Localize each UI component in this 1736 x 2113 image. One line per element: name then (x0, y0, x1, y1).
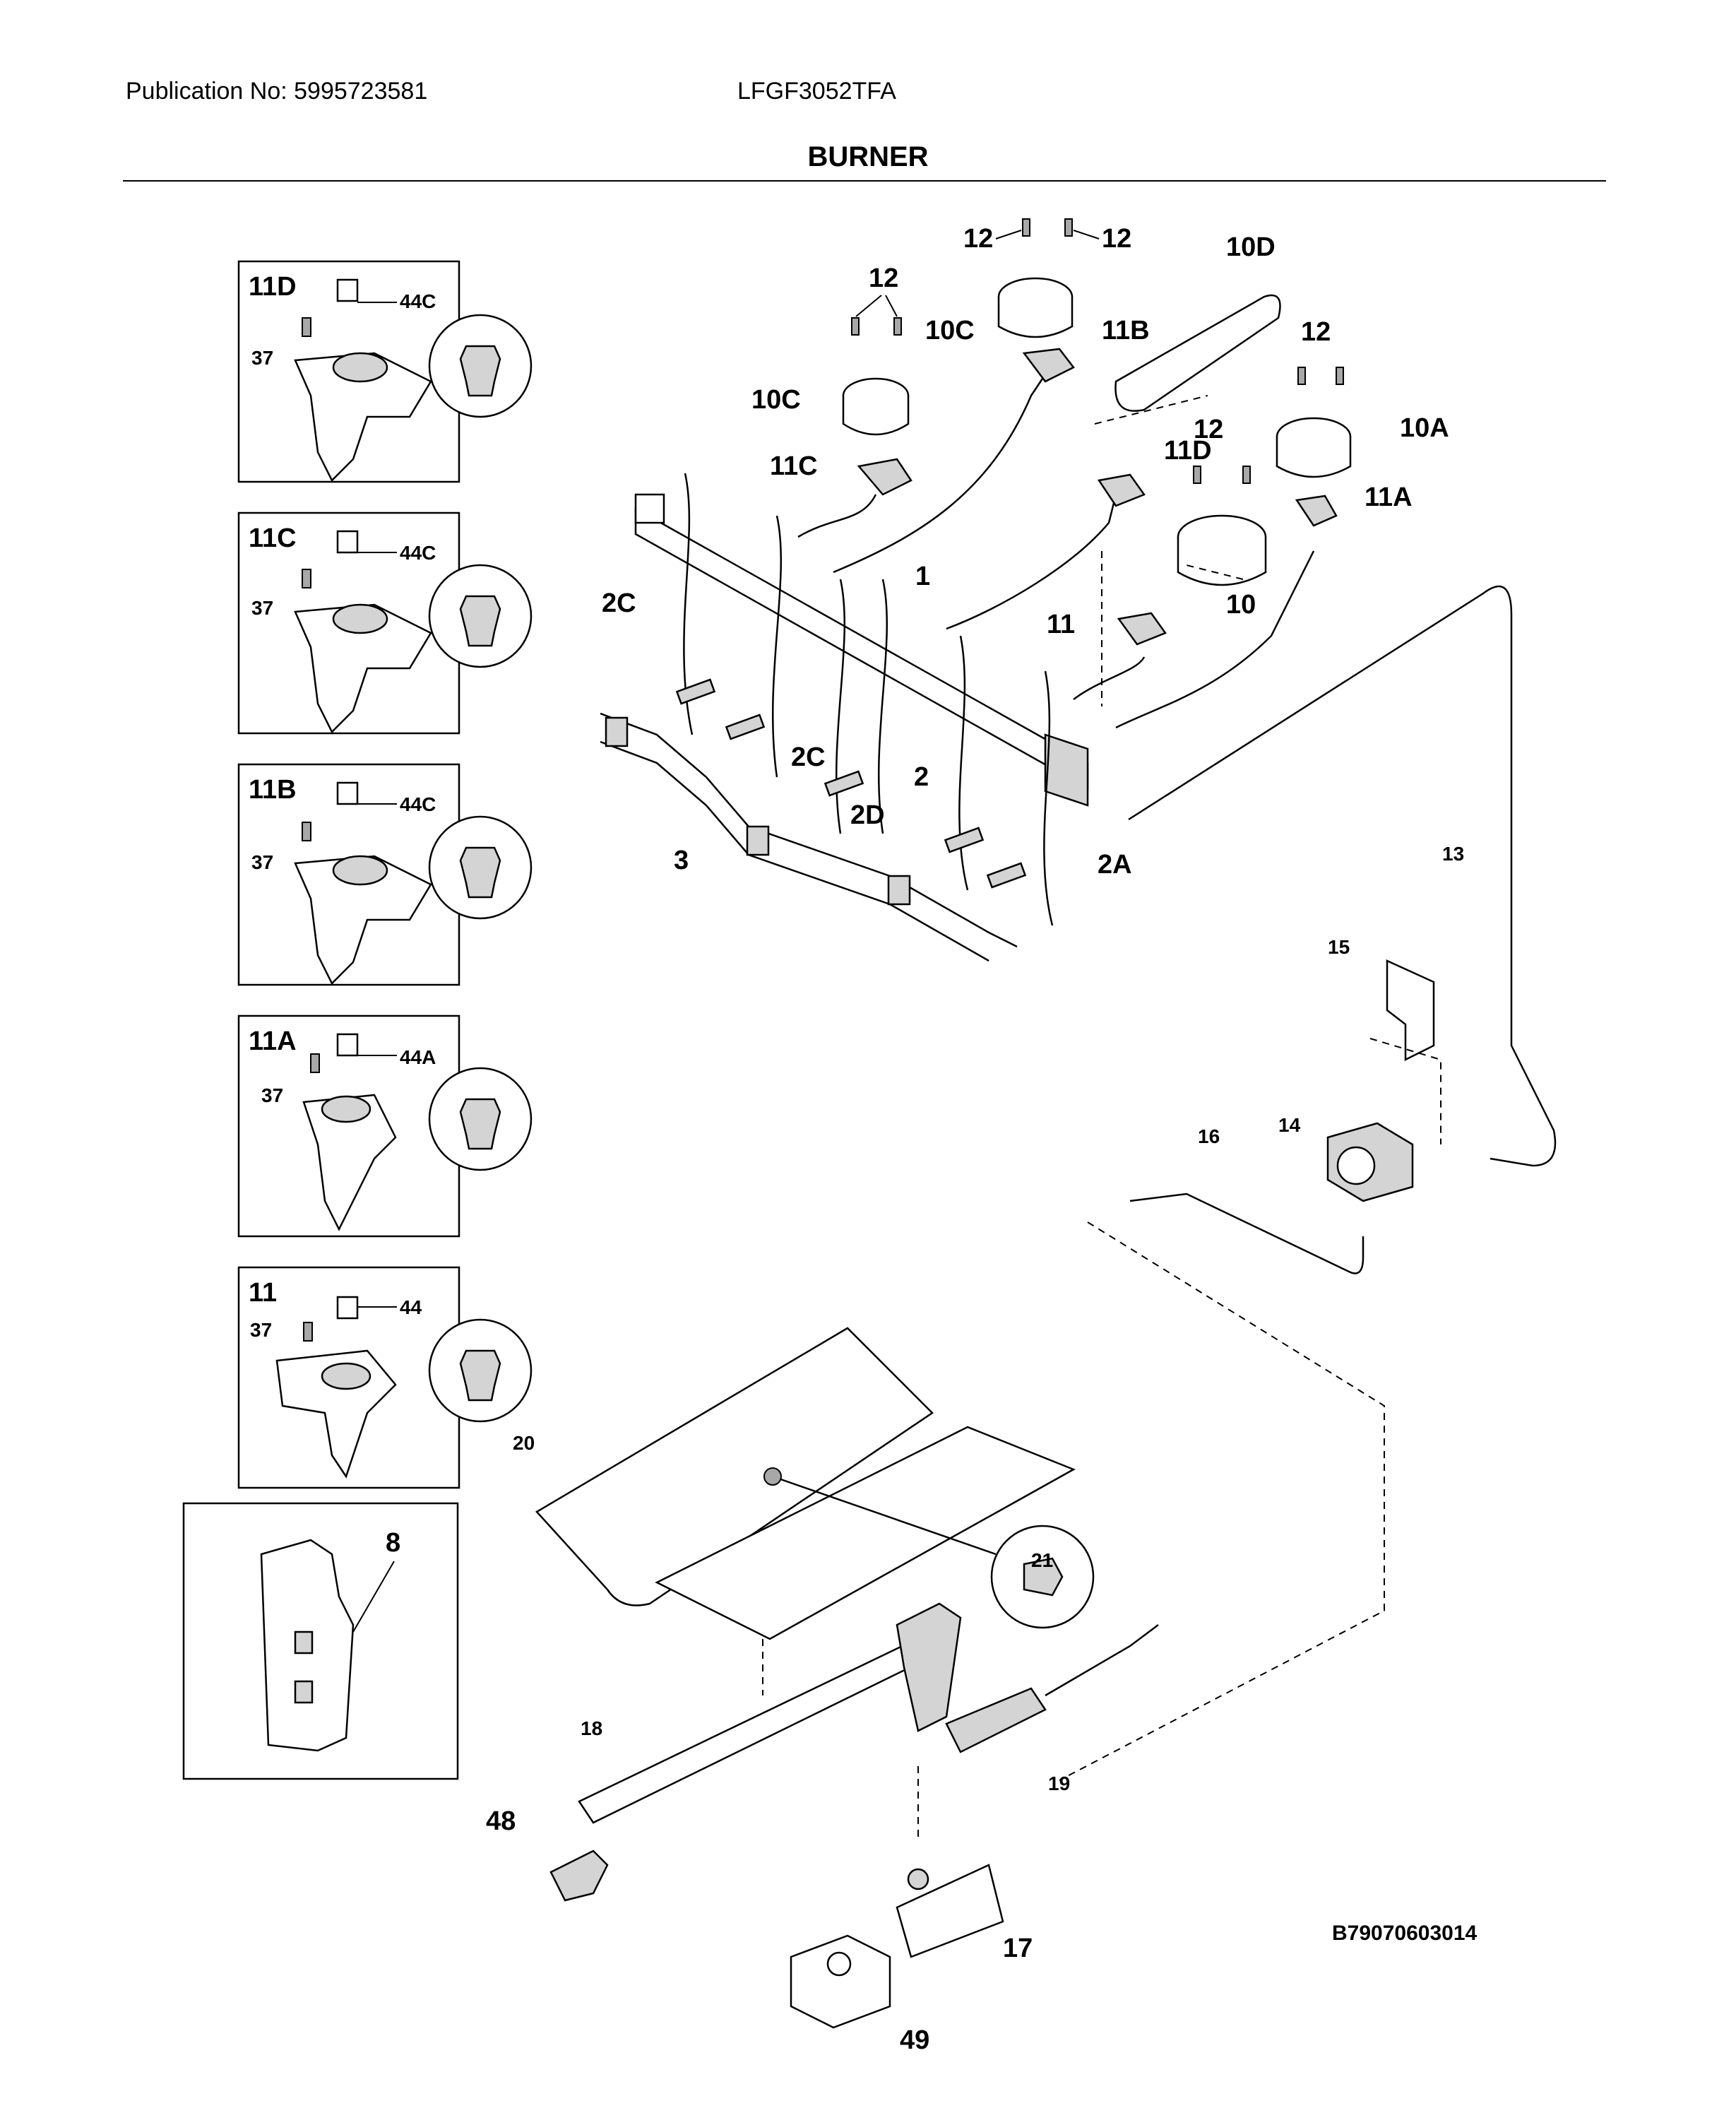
inset-cap-label: 44A (400, 1046, 436, 1068)
inset-part-label: 11A (249, 1026, 297, 1056)
callout-12: 12 (869, 264, 898, 293)
callout-11: 11 (1047, 610, 1075, 639)
callout-11B: 11B (1102, 316, 1150, 345)
burner-base-icon (294, 352, 432, 483)
inset-11B: 11B 37 44C 47 (237, 763, 533, 986)
inset-part-label: 11C (249, 523, 297, 553)
inset-part-label: 11B (249, 775, 297, 805)
inset-11: 11 37 44 47 (237, 1266, 533, 1489)
screw-icon (310, 1053, 320, 1073)
callout-2A: 2A (1098, 850, 1132, 880)
callout-15: 15 (1328, 936, 1350, 958)
cap-screw-icon (336, 1296, 359, 1320)
inset-screw-label: 37 (251, 597, 273, 619)
burner-base-icon (294, 855, 432, 986)
callout-12: 12 (1102, 224, 1131, 254)
callout-19: 19 (1048, 1772, 1070, 1794)
cap-screw-icon (336, 1033, 359, 1057)
screw-icon (302, 569, 311, 588)
screw-icon (303, 1322, 313, 1342)
inset-screw-label: 37 (251, 851, 273, 873)
publication-number: Publication No: 5995723581 (126, 78, 428, 105)
callout-11A: 11A (1365, 483, 1413, 512)
callout-49: 49 (900, 2025, 929, 2055)
callout-8: 8 (386, 1528, 400, 1558)
inset-cap-label: 44C (400, 542, 436, 564)
callout-1: 1 (915, 562, 930, 591)
callout-18: 18 (581, 1717, 602, 1739)
cap-screw-icon (336, 278, 359, 302)
callout-14: 14 (1278, 1114, 1301, 1136)
callout-13: 13 (1442, 843, 1464, 865)
inset-part-label: 11 (249, 1278, 277, 1308)
cap-screw-icon (336, 781, 359, 805)
callout-3: 3 (674, 846, 689, 875)
callout-10C: 10C (925, 316, 975, 345)
inset-cap-label: 44C (400, 290, 436, 312)
callout-10: 10 (1226, 590, 1256, 620)
inset-11A: 11A 37 44A 47 (237, 1014, 533, 1238)
callout-2: 2 (914, 762, 929, 792)
callout-12: 12 (963, 224, 993, 254)
burner-assembly-art (535, 218, 1557, 2029)
callout-labels: 12 12 10D 12 10C 11B 12 10C 10A 12 11C 1… (486, 224, 1464, 2055)
inset-screw-label: 37 (251, 347, 273, 369)
header-rule (123, 180, 1606, 182)
callout-2C: 2C (791, 742, 826, 772)
inset-screw-label: 37 (261, 1084, 283, 1106)
screw-icon (302, 317, 311, 337)
screw-icon (302, 822, 311, 841)
callout-21: 21 (1031, 1549, 1053, 1571)
callout-20: 20 (513, 1432, 535, 1454)
callout-48: 48 (486, 1806, 516, 1836)
callout-10D: 10D (1226, 232, 1276, 262)
inset-screw-label: 37 (250, 1319, 272, 1341)
inset-11C: 11C 37 44C 47 (237, 511, 533, 735)
model-number: LFGF3052TFA (737, 78, 896, 105)
callout-10A: 10A (1400, 413, 1449, 443)
callout-12: 12 (1301, 317, 1331, 347)
inset-part-label: 11D (249, 272, 297, 302)
callout-2C: 2C (602, 588, 636, 618)
callout-10C: 10C (751, 385, 801, 415)
callout-2D: 2D (850, 800, 885, 830)
cap-screw-icon (336, 530, 359, 554)
callout-11D: 11D (1164, 436, 1212, 466)
inset-11D: 11D 37 44C 47 (237, 260, 533, 483)
spark-module-inset: 8 (182, 1502, 459, 1780)
inset-cap-label: 44C (400, 793, 436, 815)
callout-17: 17 (1003, 1934, 1033, 1963)
section-title: BURNER (807, 141, 929, 172)
callout-16: 16 (1198, 1125, 1220, 1147)
document-code: B79070603014 (1332, 1922, 1478, 1945)
burner-base-icon (294, 603, 432, 734)
inset-cap-label: 44 (400, 1296, 422, 1318)
callout-11C: 11C (770, 451, 818, 481)
callout-12: 12 (1194, 415, 1223, 444)
burner-base-icon (302, 1094, 397, 1231)
